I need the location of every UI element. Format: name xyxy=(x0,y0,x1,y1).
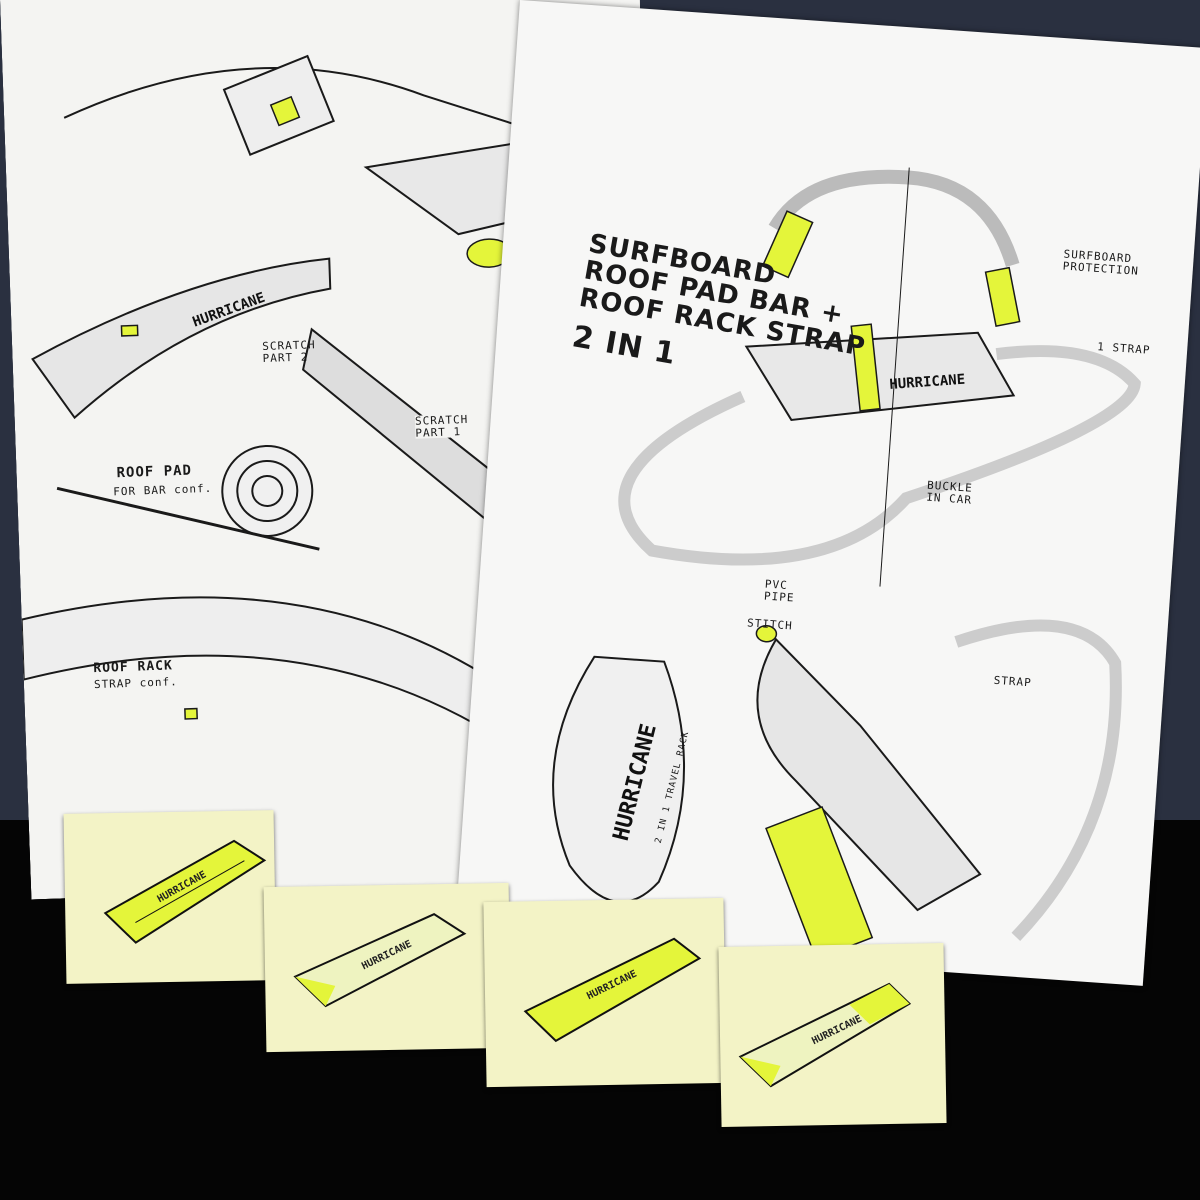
yellow-protection-pad-right xyxy=(984,266,1021,328)
strap-loop-top xyxy=(768,169,1020,268)
strap-loop xyxy=(618,345,1141,566)
pad-open-view xyxy=(756,637,982,912)
pad-sketch-3 xyxy=(523,937,702,1043)
sticky-note-1: HURRICANE xyxy=(63,810,277,984)
hurricane-logo-badge xyxy=(271,97,300,126)
roof-pad-bar xyxy=(29,259,334,419)
yellow-center-band xyxy=(850,323,881,412)
label-scratch-part-2: SCRATCH PART 2 xyxy=(262,338,316,365)
sticky-note-3: HURRICANE xyxy=(483,897,727,1088)
sticky-note-2: HURRICANE xyxy=(263,882,512,1053)
surfboard-outline-top xyxy=(63,58,566,158)
label-buckle-in-car: BUCKLE IN CAR xyxy=(925,478,974,507)
pad-bar-center xyxy=(744,331,1016,422)
pad-sketch-2 xyxy=(293,913,467,1008)
yellow-clip-rack xyxy=(185,709,197,719)
pad-sketch-1 xyxy=(103,839,267,944)
label-strap: STRAP xyxy=(993,673,1033,690)
yellow-protection-pad-left xyxy=(761,210,814,279)
rolled-strap xyxy=(221,444,314,537)
right-page-sketches xyxy=(552,167,1141,961)
label-roof-rack-sub: STRAP conf. xyxy=(93,675,178,692)
pvc-pipe xyxy=(755,624,778,643)
yellow-clip xyxy=(121,325,137,336)
label-roof-rack: ROOF RACK xyxy=(93,658,174,677)
label-roof-pad: ROOF PAD xyxy=(116,462,193,482)
sticky-note-4: HURRICANE xyxy=(718,943,947,1127)
pad-sketch-4 xyxy=(738,982,912,1088)
label-scratch-part-1: SCRATCH PART 1 xyxy=(415,414,478,439)
label-stitch: STITCH xyxy=(746,616,794,633)
strap-lower xyxy=(954,619,1122,942)
label-pvc-pipe: PVC PIPE xyxy=(763,577,795,605)
right-sketch-page: SURFBOARD ROOF PAD BAR + ROOF RACK STRAP… xyxy=(454,0,1200,986)
